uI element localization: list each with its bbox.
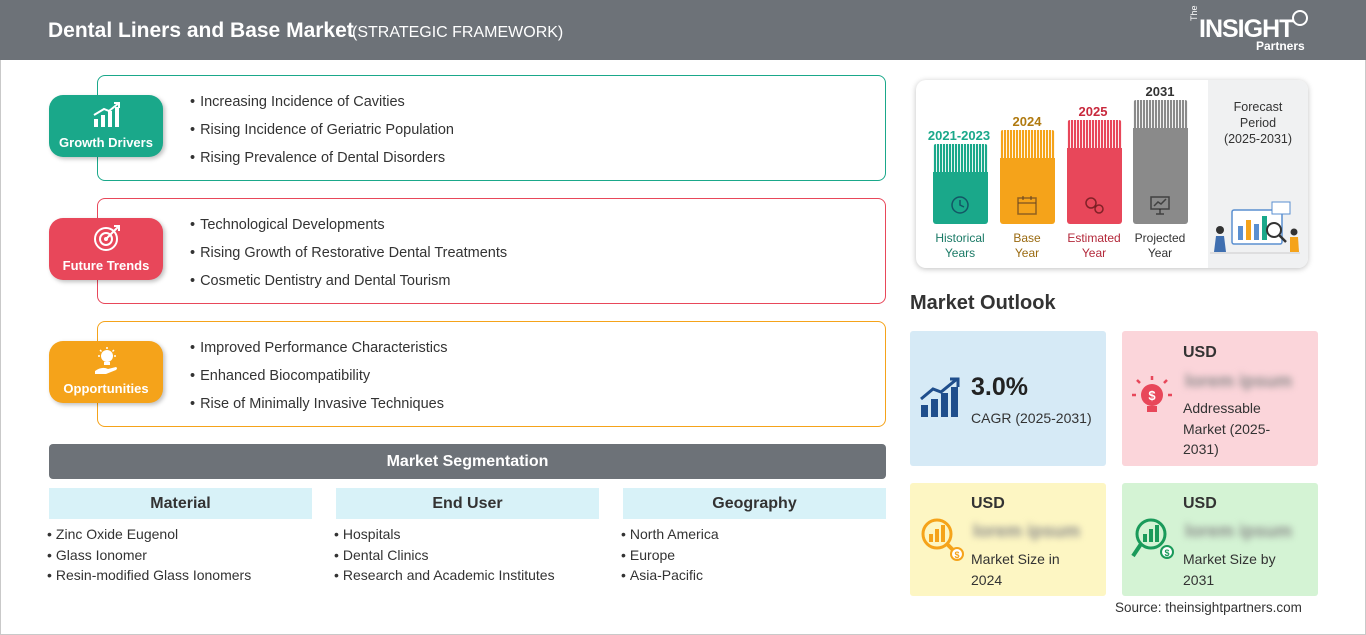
list-item: Improved Performance Characteristics [190,340,447,368]
timeline-year-projected: 2031 [1145,84,1175,99]
list-item: Europe [621,547,719,568]
segment-heading-end-user: End User [336,488,599,519]
lightbulb-hand-icon [95,347,117,374]
segment-heading-geography: Geography [623,488,886,519]
forecast-period-text: Forecast Period (2025-2031) [1223,100,1293,146]
svg-text:$: $ [1164,548,1169,558]
growth-drivers-badge: Growth Drivers [49,95,163,157]
magnifier-chart-icon: $ [1131,518,1174,559]
growth-drivers-label: Growth Drivers [59,135,153,150]
growth-chart-icon [920,377,960,417]
future-trends-badge: Future Trends [49,218,163,280]
page-title: Dental Liners and Base Market [48,19,354,42]
future-trends-list: Technological Developments Rising Growth… [190,217,507,301]
size-2024-value: lorem ipsum [973,521,1081,541]
segment-list-geography: North America Europe Asia-Pacific [621,526,719,588]
list-item: Rising Incidence of Geriatric Population [190,122,454,150]
calendar-icon [1017,196,1037,215]
list-item: Cosmetic Dentistry and Dental Tourism [190,273,507,301]
market-size-2031-card: USD lorem ipsum $ Market Size by 2031 [1122,483,1318,596]
cagr-label: CAGR (2025-2031) [971,410,1092,426]
timeline-bar-historical [933,144,988,224]
segment-list-end-user: Hospitals Dental Clinics Research and Ac… [334,526,555,588]
growth-drivers-box: Increasing Incidence of Cavities Rising … [97,75,886,181]
lightbulb-dollar-icon: $ [1132,376,1172,412]
timeline-bar-projected [1133,100,1188,224]
addressable-value: lorem ipsum [1185,371,1293,391]
growth-drivers-list: Increasing Incidence of Cavities Rising … [190,94,454,178]
market-outlook-title: Market Outlook [910,292,1056,314]
cagr-value: 3.0% [971,373,1028,401]
list-item: Glass Ionomer [47,547,251,568]
chart-up-icon [93,102,120,127]
list-item: Resin-modified Glass Ionomers [47,567,251,588]
analytics-illustration-icon [1210,201,1300,254]
opportunities-badge: Opportunities [49,341,163,403]
addressable-market-card: USD lorem ipsum $ Addressable Market (20… [1122,331,1318,466]
gears-icon [1085,197,1104,214]
list-item: Hospitals [334,526,555,547]
page-subtitle: (STRATEGIC FRAMEWORK) [352,24,564,41]
future-trends-label: Future Trends [62,258,150,273]
size-2031-value: lorem ipsum [1185,521,1293,541]
list-item: Increasing Incidence of Cavities [190,94,454,122]
list-item: Rising Prevalence of Dental Disorders [190,150,454,178]
list-item: Asia-Pacific [621,567,719,588]
svg-text:$: $ [1148,388,1156,403]
size-2024-label: Market Size in 2024 [971,551,1060,588]
segment-heading-material: Material [49,488,312,519]
magnifier-chart-icon: $ [921,518,964,561]
size-2024-currency: USD [971,495,1005,512]
list-item: Dental Clinics [334,547,555,568]
future-trends-box: Technological Developments Rising Growth… [97,198,886,304]
svg-text:$: $ [954,550,959,560]
source-credit: Source: theinsightpartners.com [1115,600,1302,615]
timeline-year-estimated: 2025 [1078,104,1108,119]
history-icon [951,196,969,214]
timeline-label-estimated: Estimated Year [1067,231,1121,260]
market-segmentation-bar: Market Segmentation [49,444,886,479]
timeline-year-historical: 2021-2023 [927,128,991,143]
header-bar: Dental Liners and Base Market (STRATEGIC… [0,0,1366,60]
opportunities-box: Improved Performance Characteristics Enh… [97,321,886,427]
list-item: Rise of Minimally Invasive Techniques [190,396,447,424]
addressable-label: Addressable Market (2025- 2031) [1183,400,1271,457]
presentation-icon [1150,196,1170,215]
size-2031-label: Market Size by 2031 [1183,551,1276,588]
list-item: North America [621,526,719,547]
timeline-label-base: Base Year [1013,231,1041,260]
opportunities-list: Improved Performance Characteristics Enh… [190,340,447,424]
timeline-label-projected: Projected Year [1134,231,1186,260]
timeline-year-base: 2024 [1012,114,1042,129]
target-icon [94,225,120,251]
cagr-card: 3.0% CAGR (2025-2031) [910,331,1106,466]
list-item: Research and Academic Institutes [334,567,555,588]
segment-list-material: Zinc Oxide Eugenol Glass Ionomer Resin-m… [47,526,251,588]
list-item: Zinc Oxide Eugenol [47,526,251,547]
timeline-label-historical: Historical Years [935,231,985,260]
market-size-2024-card: USD lorem ipsum $ Market Size in 2024 [910,483,1106,596]
list-item: Technological Developments [190,217,507,245]
opportunities-label: Opportunities [63,381,149,396]
timeline-bar-base [1000,130,1055,224]
insight-partners-logo: The INSIGHT Partners [1188,5,1318,54]
list-item: Rising Growth of Restorative Dental Trea… [190,245,507,273]
addressable-currency: USD [1183,344,1217,361]
list-item: Enhanced Biocompatibility [190,368,447,396]
size-2031-currency: USD [1183,495,1217,512]
timeline-bar-estimated [1067,120,1122,224]
